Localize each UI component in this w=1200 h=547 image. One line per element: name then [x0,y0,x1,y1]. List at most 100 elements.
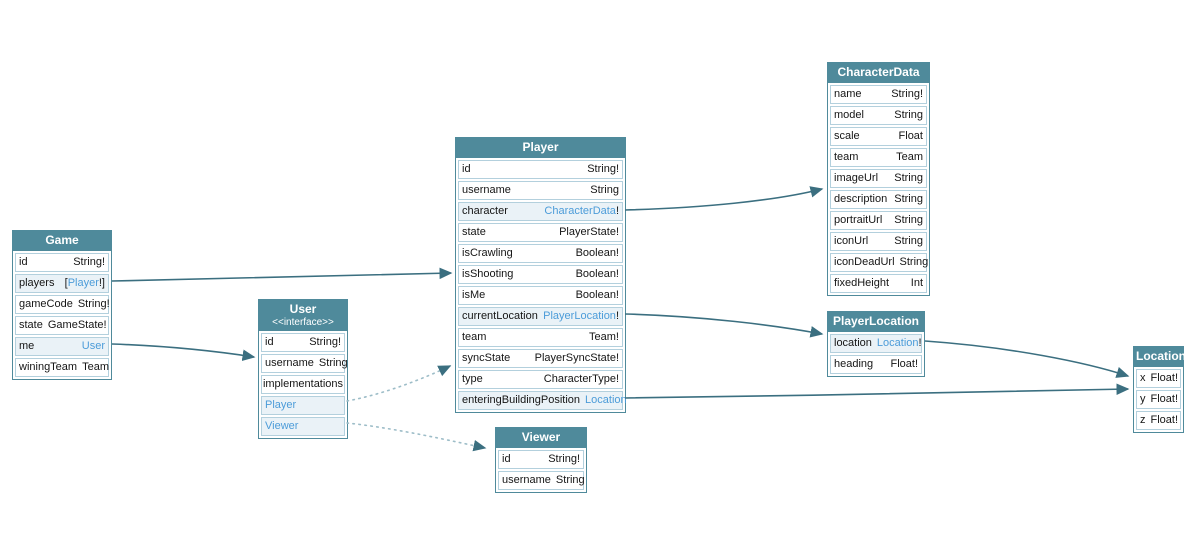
field-row[interactable]: Player [261,395,345,415]
field-type: GameState! [47,318,107,331]
field-row[interactable]: gameCode String! [15,294,110,314]
edge-user-implementation-viewer [346,422,487,452]
field-type: PlayerSyncState! [534,351,619,364]
type-link[interactable]: Location [585,393,627,406]
field-type: Float! [890,357,918,370]
type-link[interactable]: User [81,339,105,352]
field-type: String! [77,297,110,310]
field-type: String [555,473,585,486]
type-link[interactable]: Location [876,336,919,349]
field-type: Team! [589,330,619,343]
field-name: isMe [462,288,486,301]
field-type: Team [82,360,109,373]
field-type: String [894,213,923,226]
field-row[interactable]: Viewer [261,416,345,436]
field-name: iconDeadUrl [834,255,895,268]
field-type: PlayerState! [559,225,619,238]
field-row[interactable]: winingTeam Team [15,357,109,377]
field-type: CharacterType! [543,372,619,385]
field-row[interactable]: heading Float! [830,354,922,374]
node-title: Viewer [496,428,586,448]
field-type: String [894,108,923,121]
field-row[interactable]: players[Player!] [15,273,109,293]
field-name: type [462,372,483,385]
field-name: z [1140,413,1146,426]
field-type: Team [896,150,923,163]
edge-player-enteringbuildingposition-to-location [624,383,1130,399]
field-row: implementations [261,374,345,394]
type-link[interactable]: CharacterData [544,204,616,217]
field-name: y [1140,392,1146,405]
node-stereotype: <<interface>> [272,316,334,328]
field-name: description [834,192,888,205]
field-name: currentLocation [462,309,538,322]
field-name: username [502,473,551,486]
field-type: PlayerLocation! [543,309,619,322]
field-row[interactable]: team Team! [458,327,623,347]
field-name: id [19,255,28,268]
field-name: isCrawling [462,246,513,259]
type-link[interactable]: PlayerLocation [543,309,616,322]
type-link[interactable]: Player [265,398,297,411]
node-title: PlayerLocation [828,312,924,332]
field-name: name [834,87,862,100]
field-row[interactable]: type CharacterType! [458,369,623,389]
node-title: User <<interface>> [259,300,347,331]
field-row[interactable]: currentLocation PlayerLocation! [458,306,623,326]
field-type: User [82,338,105,355]
field-name: id [502,452,511,465]
field-type: Float! [1150,371,1179,384]
node-title-text: User [289,302,317,316]
field-name: heading [834,357,874,370]
field-name: winingTeam [19,360,78,373]
field-name: username [265,356,314,369]
field-name: team [462,330,487,343]
type-link[interactable]: Viewer [265,419,299,432]
field-type: Location! [876,336,922,349]
field-name: character [462,204,508,217]
field-row[interactable]: username String [498,470,585,490]
edge-player-character-to-characterdata [624,186,824,211]
field-name: gameCode [19,297,73,310]
field-type: String [590,183,619,196]
field-name: iconUrl [834,234,869,247]
field-name: scale [834,129,860,142]
type-link[interactable]: Player [67,276,99,289]
